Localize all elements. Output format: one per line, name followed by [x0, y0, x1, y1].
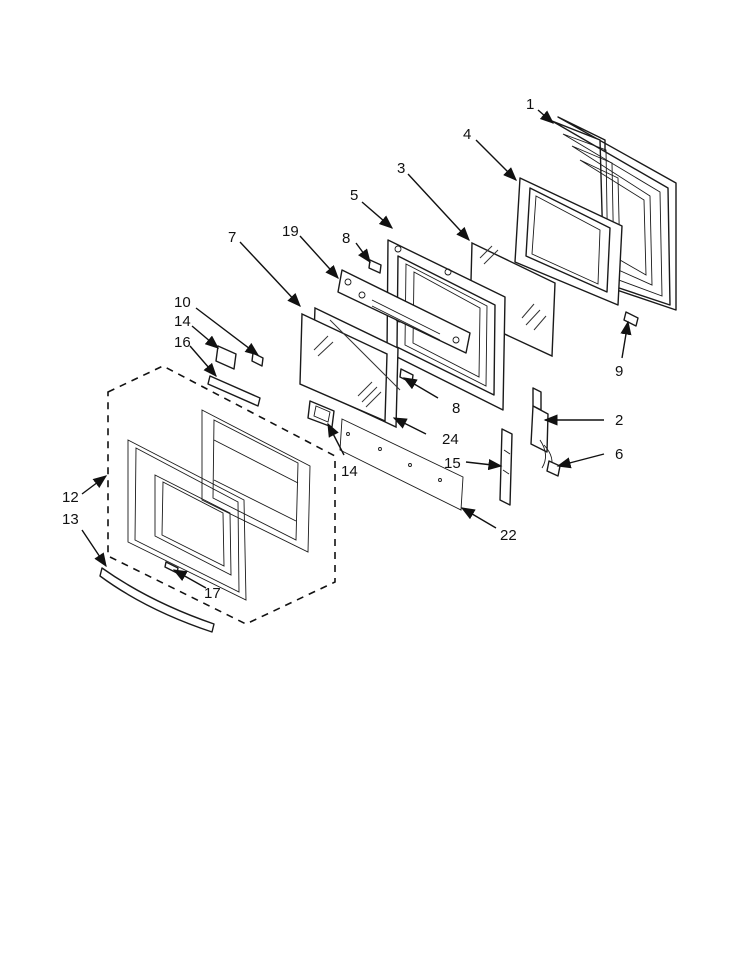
callout-13: 13: [62, 511, 79, 528]
callout-4: 4: [463, 126, 471, 143]
part-16-bracket[interactable]: [207, 375, 261, 407]
part-9-screw[interactable]: [623, 311, 639, 327]
callout-17: 17: [204, 585, 221, 602]
part-2-hinge[interactable]: [530, 387, 553, 471]
callout-2: 2: [615, 412, 623, 429]
part-1-outer-door-panel[interactable]: [551, 116, 677, 311]
part-14-door-clip-lower[interactable]: [307, 400, 335, 428]
part-10-screw[interactable]: [251, 352, 264, 367]
callout-6: 6: [615, 446, 623, 463]
part-13-door-handle[interactable]: [99, 567, 215, 633]
callout-7: 7: [228, 229, 236, 246]
part-14-door-clip-upper[interactable]: [215, 345, 237, 370]
callout-5: 5: [350, 187, 358, 204]
part-15-slide[interactable]: [499, 428, 513, 506]
callout-1: 1: [526, 96, 534, 113]
part-19-bracket[interactable]: [337, 269, 471, 354]
callout-19: 19: [282, 223, 299, 240]
callout-8-upper: 8: [342, 230, 350, 247]
part-8-screw-upper[interactable]: [368, 259, 382, 274]
callout-12: 12: [62, 489, 79, 506]
callout-15: 15: [444, 455, 461, 472]
part-12-door-assembly[interactable]: [107, 365, 336, 625]
part-6-screw[interactable]: [546, 460, 561, 477]
callout-10: 10: [174, 294, 191, 311]
leader-lines: [81, 109, 632, 589]
part-8-screw-lower[interactable]: [399, 368, 414, 384]
callout-14-lower: 14: [341, 463, 358, 480]
callout-16: 16: [174, 334, 191, 351]
callout-3: 3: [397, 160, 405, 177]
callout-22: 22: [500, 527, 517, 544]
callout-24: 24: [442, 431, 459, 448]
callout-8-lower: 8: [452, 400, 460, 417]
part-4-door-frame[interactable]: [514, 177, 623, 306]
callout-14-upper: 14: [174, 313, 191, 330]
callout-labels: 1 4 3 5 7 19 8 10 14 16 8 24 14 15 22 2 …: [62, 96, 623, 602]
callout-9: 9: [615, 363, 623, 380]
